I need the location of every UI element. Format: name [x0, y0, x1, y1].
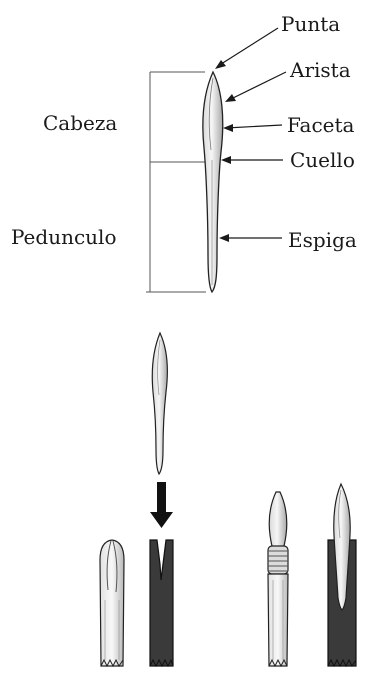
label-tip: Punta — [281, 14, 340, 34]
label-tang: Espiga — [288, 230, 357, 250]
bound-shaft-hafted — [268, 492, 288, 666]
label-head: Cabeza — [43, 113, 117, 133]
leader-tip — [218, 28, 278, 66]
down-arrow — [150, 482, 173, 528]
bone-point-main — [203, 72, 223, 292]
shaft-section-hafted — [328, 484, 356, 666]
leader-facet — [226, 125, 282, 128]
label-facet: Faceta — [287, 115, 354, 135]
leader-lines — [215, 28, 286, 242]
split-shaft-section — [150, 540, 173, 666]
label-neck: Cuello — [290, 150, 355, 170]
bracket — [146, 72, 206, 292]
label-stem: Pedunculo — [11, 227, 116, 247]
bone-point-loose — [152, 333, 167, 474]
label-edge: Arista — [290, 60, 351, 80]
split-shaft-hafted — [100, 540, 124, 666]
leader-edge — [229, 72, 286, 100]
